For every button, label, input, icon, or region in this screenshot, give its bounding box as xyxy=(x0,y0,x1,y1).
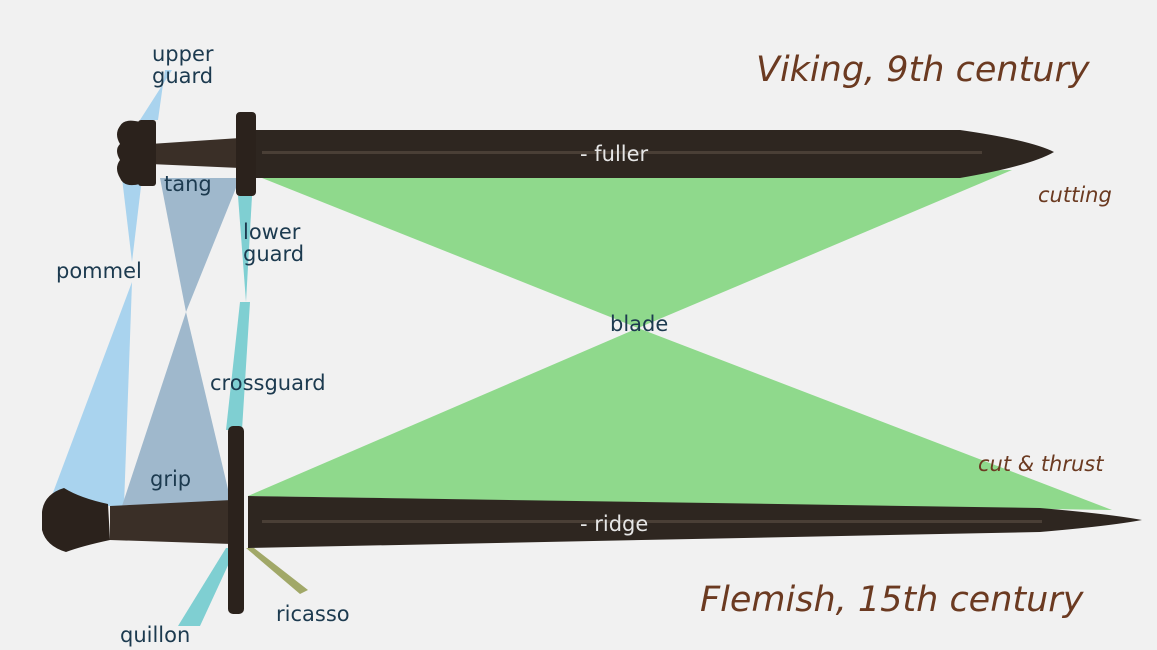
label-ridge: - ridge xyxy=(580,513,648,535)
viking-title: Viking, 9th century xyxy=(756,50,1090,90)
ricasso-highlight xyxy=(246,548,308,594)
label-ricasso: ricasso xyxy=(276,603,350,625)
quillon-highlight xyxy=(178,548,236,626)
label-blade: blade xyxy=(610,313,668,335)
tang-highlight xyxy=(160,178,240,312)
label-grip: grip xyxy=(150,468,191,490)
label-upper-guard: upper guard xyxy=(152,43,214,87)
label-lower-guard: lower guard xyxy=(243,221,304,265)
pommel-highlight-lower xyxy=(48,282,132,506)
flemish-grip xyxy=(110,500,232,544)
blade-highlight-lower xyxy=(248,328,1112,510)
viking-edge-type: cutting xyxy=(1038,183,1112,207)
label-fuller: - fuller xyxy=(580,143,648,165)
pommel-highlight-upper xyxy=(122,178,142,262)
label-pommel: pommel xyxy=(56,260,142,282)
flemish-ridge-line xyxy=(262,520,1042,523)
viking-upper-guard xyxy=(138,120,156,186)
blade-highlight-upper xyxy=(262,170,1012,328)
viking-grip xyxy=(150,138,240,168)
viking-lower-guard xyxy=(236,112,256,196)
flemish-crossguard xyxy=(228,426,244,614)
label-tang: tang xyxy=(164,173,212,195)
flemish-edge-type: cut & thrust xyxy=(978,452,1103,476)
label-quillon: quillon xyxy=(120,624,190,646)
flemish-title: Flemish, 15th century xyxy=(700,580,1083,620)
label-crossguard: crossguard xyxy=(210,372,326,394)
crossguard-highlight xyxy=(226,302,250,430)
viking-pommel xyxy=(117,121,140,185)
